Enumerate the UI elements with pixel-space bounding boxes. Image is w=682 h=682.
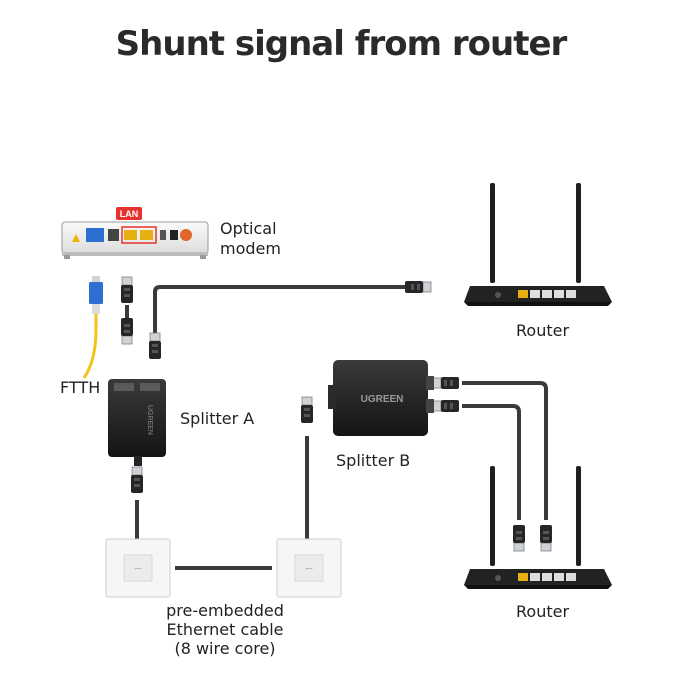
splitter-b-brand: UGREEN <box>361 394 404 405</box>
fiber-cable <box>82 312 98 379</box>
router-bottom-label: Router <box>516 602 570 621</box>
page-title: Shunt signal from router <box>115 24 568 64</box>
rj45-plug-icon <box>130 466 144 494</box>
modem-to-router-cable <box>153 285 418 338</box>
modem-label: Optical modem <box>220 219 281 259</box>
wall-socket-icon: ꟷ <box>276 538 342 598</box>
modem-label-line1: Optical <box>220 219 277 238</box>
rj45-plug-icon <box>512 524 526 552</box>
wall-socket-icon: ꟷ <box>105 538 171 598</box>
lan-badge <box>116 207 142 220</box>
rj45-plug-icon <box>432 399 460 413</box>
splitter-b-label: Splitter B <box>336 451 411 470</box>
router-bottom <box>464 466 612 589</box>
splitter-a: UGREEN <box>108 379 166 466</box>
splitter-a-label: Splitter A <box>180 409 255 428</box>
rj45-plug-icon <box>432 376 460 390</box>
splitter-b-to-router-cables <box>462 381 548 520</box>
rj45-plug-icon <box>300 396 314 424</box>
splitter-b: UGREEN <box>328 360 434 436</box>
router-top-label: Router <box>516 321 570 340</box>
fiber-connector-icon <box>89 276 103 314</box>
cable-caption: pre-embedded Ethernet cable (8 wire core… <box>140 601 310 658</box>
rj45-plug-icon <box>404 280 432 294</box>
rj45-plug-icon <box>120 317 134 345</box>
cable-caption-line1: pre-embedded <box>166 601 284 620</box>
router-top <box>464 183 612 306</box>
rj45-plug-icon <box>120 276 134 304</box>
splitter-a-brand: UGREEN <box>146 405 153 435</box>
svg-text:ꟷ: ꟷ <box>134 564 141 574</box>
svg-text:ꟷ: ꟷ <box>305 564 312 574</box>
optical-modem <box>61 221 209 259</box>
rj45-plug-icon <box>539 524 553 552</box>
cable-caption-line3: (8 wire core) <box>174 639 276 658</box>
lan-badge-text: LAN <box>120 209 139 219</box>
modem-label-line2: modem <box>220 239 281 258</box>
rj45-plug-icon <box>148 332 162 360</box>
cable-caption-line2: Ethernet cable <box>166 620 284 639</box>
ftth-label: FTTH <box>60 378 101 397</box>
